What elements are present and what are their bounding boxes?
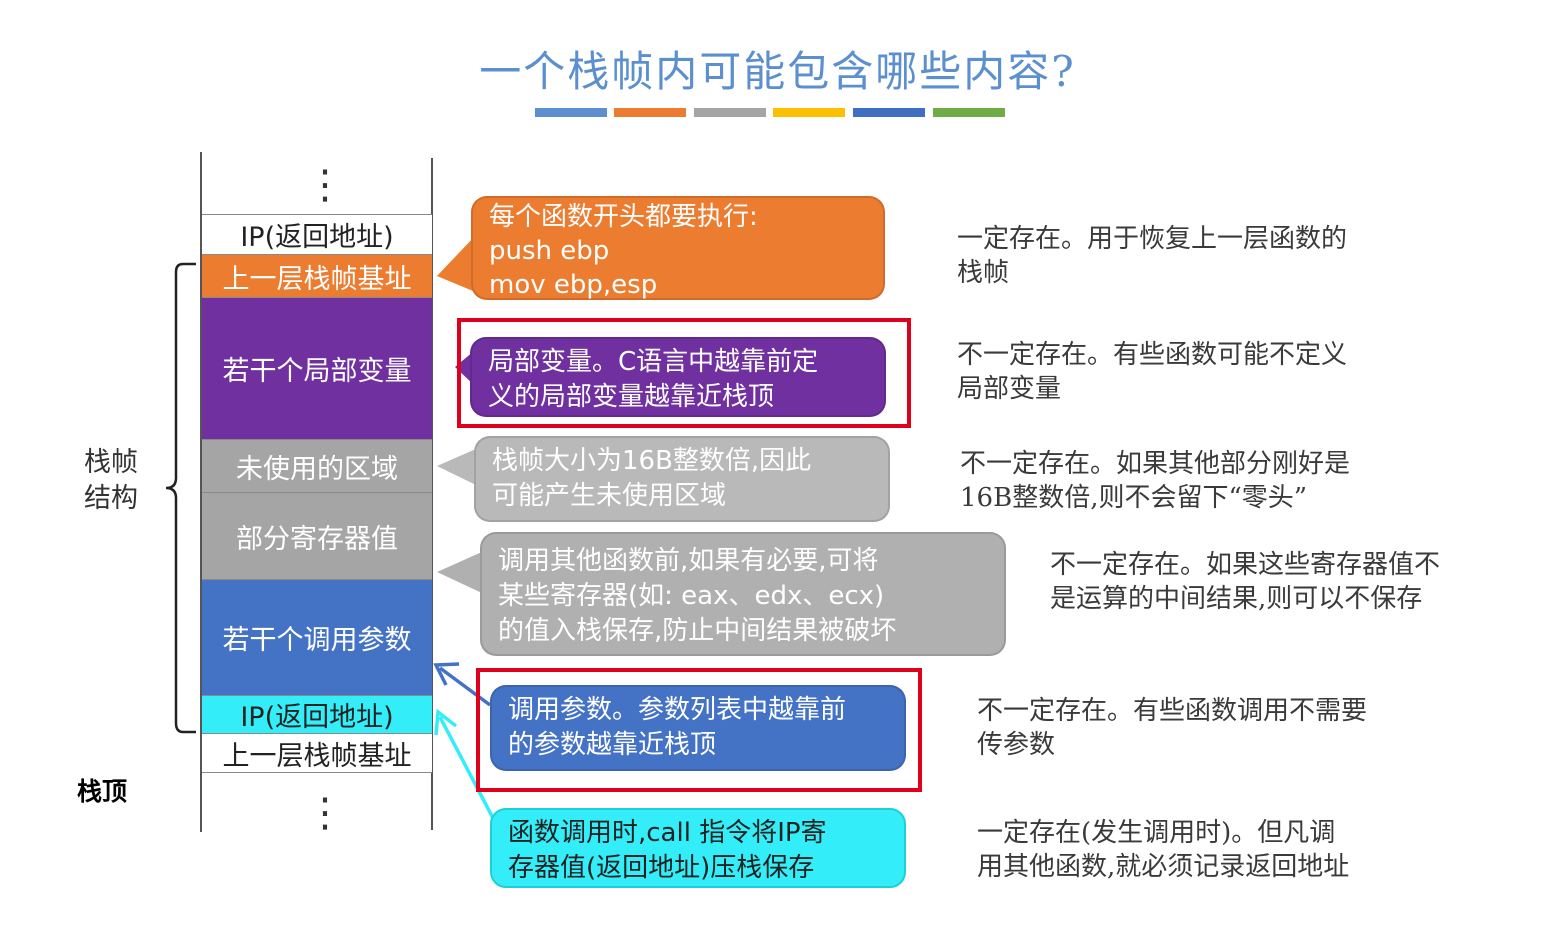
note-line: 是运算的中间结果,则可以不保存 [1050,584,1423,614]
color-bar-orange [614,108,686,117]
note-return-address: 一定存在(发生调用时)。但凡调 用其他函数,就必须记录返回地址 [977,816,1349,884]
stack-cell-return-address: IP(返回地址) [202,695,432,733]
stack-cell-label: 未使用的区域 [236,453,398,485]
callout-line: 调用参数。参数列表中越靠前 [508,695,847,725]
stack-cell-local-vars: 若干个局部变量 [202,297,432,439]
note-line: 16B整数倍,则不会留下“零头” [960,483,1308,513]
callout-line: 每个函数开头都要执行: [489,202,758,232]
stack-top-label: 栈顶 [77,777,128,806]
callout-call-args: 调用参数。参数列表中越靠前 的参数越靠近栈顶 [490,685,906,771]
callout-saved-registers: 调用其他函数前,如果有必要,可将 某些寄存器(如: eax、edx、ecx) 的… [480,532,1006,656]
callout-pointer-gray-2 [437,551,484,594]
stack-cell-saved-registers: 部分寄存器值 [202,492,432,579]
note-line: 栈帧 [957,258,1010,288]
stack-cell-label: 上一层栈帧基址 [222,263,412,295]
callout-line: 局部变量。C语言中越靠前定 [488,347,819,377]
note-prev-frame-base: 一定存在。用于恢复上一层函数的 栈帧 [957,222,1347,290]
color-bar-blue [535,108,607,117]
note-line: 一定存在。用于恢复上一层函数的 [957,224,1348,254]
callout-line: 调用其他函数前,如果有必要,可将 [498,546,879,576]
arrow-call-args-head [433,662,460,686]
callout-line: mov ebp,esp [489,270,658,300]
arrow-return-address [438,716,496,821]
stack-cell-label: 若干个局部变量 [222,356,412,387]
stack-cell-label: 上一层栈帧基址 [222,740,412,772]
stack-left-border [200,152,202,832]
color-bar-darkblue [853,108,925,117]
stack-cell-call-args: 若干个调用参数 [202,579,432,695]
callout-line: 栈帧大小为16B整数倍,因此 [492,446,812,476]
arrow-return-address-head [434,708,458,736]
callout-line: 义的局部变量越靠近栈顶 [488,382,775,412]
color-bar-yellow [773,108,845,117]
page-title: 一个栈帧内可能包含哪些内容? [479,47,1076,96]
callout-line: 的值入栈保存,防止中间结果被破坏 [498,616,897,646]
stack-frame-label: 栈帧 结构 [84,445,138,517]
stack-right-border [431,158,433,830]
note-line: 不一定存在。如果这些寄存器值不 [1050,550,1441,580]
color-bar-gray [694,108,766,117]
callout-unused-area: 栈帧大小为16B整数倍,因此 可能产生未使用区域 [474,436,890,522]
callout-line: 函数调用时,call 指令将IP寄 [508,818,827,848]
stack-cell-return-address-upper: IP(返回地址) [202,214,432,254]
stack-cell-label: IP(返回地址) [240,702,394,733]
note-line: 用其他函数,就必须记录返回地址 [977,852,1350,882]
callout-return-address: 函数调用时,call 指令将IP寄 存器值(返回地址)压栈保存 [490,808,906,888]
stack-cell-prev-frame-base: 上一层栈帧基址 [202,254,432,297]
note-line: 传参数 [977,730,1056,760]
arrow-call-args [438,666,492,707]
stack-cell-label: 部分寄存器值 [236,523,398,555]
highlight-box-call-args [476,668,922,792]
color-bar-green [933,108,1005,117]
callout-line: 存器值(返回地址)压栈保存 [508,853,815,883]
note-saved-registers: 不一定存在。如果这些寄存器值不 是运算的中间结果,则可以不保存 [1050,548,1440,616]
callout-line: 的参数越靠近栈顶 [508,730,717,760]
stack-cell-unused-area: 未使用的区域 [202,439,432,492]
callout-local-vars: 局部变量。C语言中越靠前定 义的局部变量越靠近栈顶 [470,337,886,417]
stack-frame-label-line: 结构 [84,483,138,514]
callout-line: 可能产生未使用区域 [492,481,727,511]
note-line: 不一定存在。有些函数可能不定义 [957,340,1348,370]
callout-pointer-purple [455,351,474,385]
note-line: 局部变量 [957,374,1062,404]
stack-cell-label: IP(返回地址) [240,222,394,253]
callout-line: push ebp [489,236,610,266]
highlight-box-local-vars [457,318,911,428]
note-unused-area: 不一定存在。如果其他部分刚好是 16B整数倍,则不会留下“零头” [960,447,1350,515]
stack-frame-brace [165,262,196,734]
callout-line: 某些寄存器(如: eax、edx、ecx) [498,581,885,611]
note-line: 不一定存在。如果其他部分刚好是 [960,449,1351,479]
note-line: 一定存在(发生调用时)。但凡调 [977,818,1336,848]
stack-cell-label: 若干个调用参数 [222,625,412,656]
callout-function-prologue: 每个函数开头都要执行: push ebp mov ebp,esp [471,196,885,300]
stack-frame-label-line: 栈帧 [84,447,138,478]
stack-cell-prev-frame-base-lower: 上一层栈帧基址 [202,733,432,773]
note-call-args: 不一定存在。有些函数调用不需要 传参数 [977,694,1367,762]
note-line: 不一定存在。有些函数调用不需要 [977,696,1368,726]
callout-pointer-gray-1 [437,448,478,486]
note-local-vars: 不一定存在。有些函数可能不定义 局部变量 [957,338,1347,406]
